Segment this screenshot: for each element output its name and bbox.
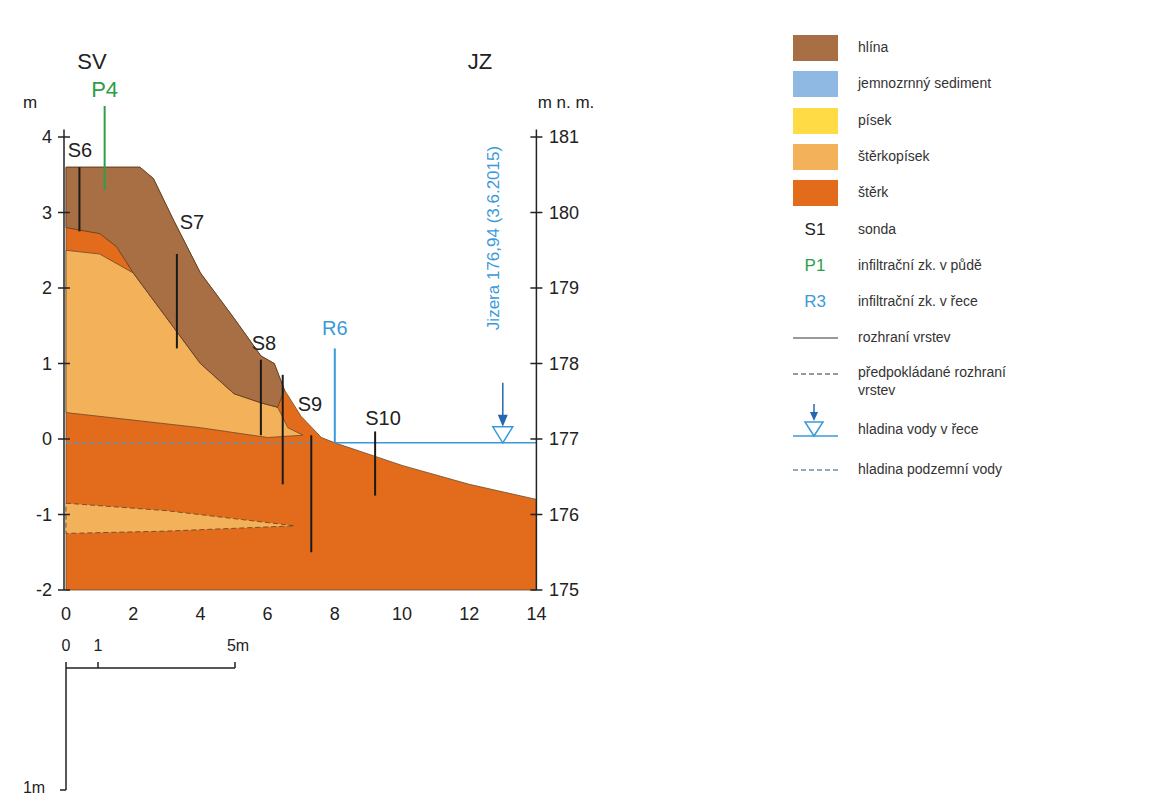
legend-text: hladina podzemní vody: [858, 461, 1018, 479]
axis-tick: [530, 212, 542, 214]
probe-label: S8: [252, 332, 276, 355]
axis-number: 10: [392, 604, 412, 625]
direction-label: JZ: [468, 49, 492, 74]
legend-water-triangle: [805, 422, 823, 436]
scale-bar: [60, 662, 235, 790]
axis-number: 2: [128, 604, 138, 625]
axis-tick: [58, 212, 70, 214]
legend-text: štěrk: [858, 184, 1018, 202]
probe-label: S10: [365, 407, 401, 430]
gravel-layer: [66, 167, 536, 590]
axis-tick: [58, 589, 70, 591]
test-label: R6: [322, 317, 348, 340]
axis-number: 181: [549, 127, 579, 148]
probe-label: S6: [68, 139, 92, 162]
axis-tick: [58, 136, 70, 138]
soil-test-line: [104, 106, 106, 190]
legend-swatch: [793, 71, 838, 97]
axis-number: -2: [36, 580, 52, 601]
axis-tick: [58, 514, 70, 516]
axis-unit: m n. m.: [538, 93, 595, 113]
probe-line: [260, 360, 262, 436]
legend-swatch: [793, 144, 838, 170]
axis-tick: [530, 438, 542, 440]
probe-line: [310, 435, 312, 552]
legend-dashed-sample: [793, 373, 838, 375]
river-level: [335, 442, 537, 444]
legend-water-arrowhead: [810, 412, 818, 421]
legend-text: štěrkopísek: [858, 148, 1018, 166]
probe-line: [282, 375, 284, 484]
probe-line: [176, 254, 178, 348]
axis-number: 3: [42, 202, 52, 223]
left-axis: [63, 129, 65, 590]
axis-tick: [530, 287, 542, 289]
axis-number: 1: [42, 353, 52, 374]
scale-number: 5m: [227, 637, 249, 655]
probe-line: [78, 167, 80, 231]
axis-number: 4: [42, 127, 52, 148]
loam-layer: [66, 167, 284, 407]
axis-number: 2: [42, 278, 52, 299]
legend-text: hladina vody v řece: [858, 421, 1018, 439]
legend-text: předpokládané rozhraní vrstev: [858, 364, 1018, 399]
right-axis: [536, 129, 538, 590]
legend-sample-label: P1: [805, 256, 826, 276]
axis-number: 176: [549, 504, 579, 525]
axis-tick: [530, 136, 542, 138]
axis-number: 14: [526, 604, 546, 625]
axis-tick: [58, 363, 70, 365]
scale-number: 0: [62, 637, 71, 655]
axis-number: 177: [549, 429, 579, 450]
legend-text: sonda: [858, 221, 1018, 239]
legend-text: infiltrační zk. v půdě: [858, 257, 1018, 275]
axis-tick: [58, 287, 70, 289]
axis-number: 178: [549, 353, 579, 374]
legend-text: infiltrační zk. v řece: [858, 293, 1018, 311]
sandy-gravel-lens: [66, 503, 295, 533]
axis-number: 4: [195, 604, 205, 625]
legend-swatch: [793, 180, 838, 206]
legend-text: písek: [858, 112, 1018, 130]
legend-text: jemnozrnný sediment: [858, 75, 1018, 93]
legend-line-sample: [793, 337, 838, 339]
axis-number: 6: [263, 604, 273, 625]
axis-number: 0: [61, 604, 71, 625]
direction-label: SV: [77, 49, 106, 74]
legend-sample-label: S1: [805, 220, 826, 240]
axis-tick: [530, 514, 542, 516]
axis-tick: [530, 589, 542, 591]
axis-number: 179: [549, 278, 579, 299]
legend-swatch: [793, 35, 838, 61]
axis-number: 180: [549, 202, 579, 223]
axis-number: -1: [36, 504, 52, 525]
groundwater-level: [66, 442, 316, 444]
legend-swatch: [793, 108, 838, 134]
axis-tick: [530, 363, 542, 365]
river-test-line: [334, 348, 336, 442]
legend-water-line: [793, 435, 838, 437]
legend-text: hlína: [858, 39, 1018, 57]
water-level-arrowhead: [498, 415, 508, 427]
axis-number: 175: [549, 580, 579, 601]
axis-number: 8: [330, 604, 340, 625]
probe-line: [374, 431, 376, 495]
scale-number: 1m: [23, 779, 45, 797]
legend-groundwater-sample: [793, 469, 838, 471]
probe-label: S7: [180, 211, 204, 234]
axis-tick: [58, 438, 70, 440]
scale-number: 1: [94, 637, 103, 655]
axis-number: 0: [42, 429, 52, 450]
test-label: P4: [91, 77, 118, 102]
water-level-triangle: [493, 427, 513, 443]
axis-number: 12: [459, 604, 479, 625]
legend-sample-label: R3: [804, 292, 826, 312]
legend-text: rozhraní vrstev: [858, 329, 1018, 347]
axis-unit: m: [23, 93, 37, 113]
river-level-label: Jizera 176,94 (3.6.2015): [485, 146, 505, 330]
probe-label: S9: [298, 393, 322, 416]
